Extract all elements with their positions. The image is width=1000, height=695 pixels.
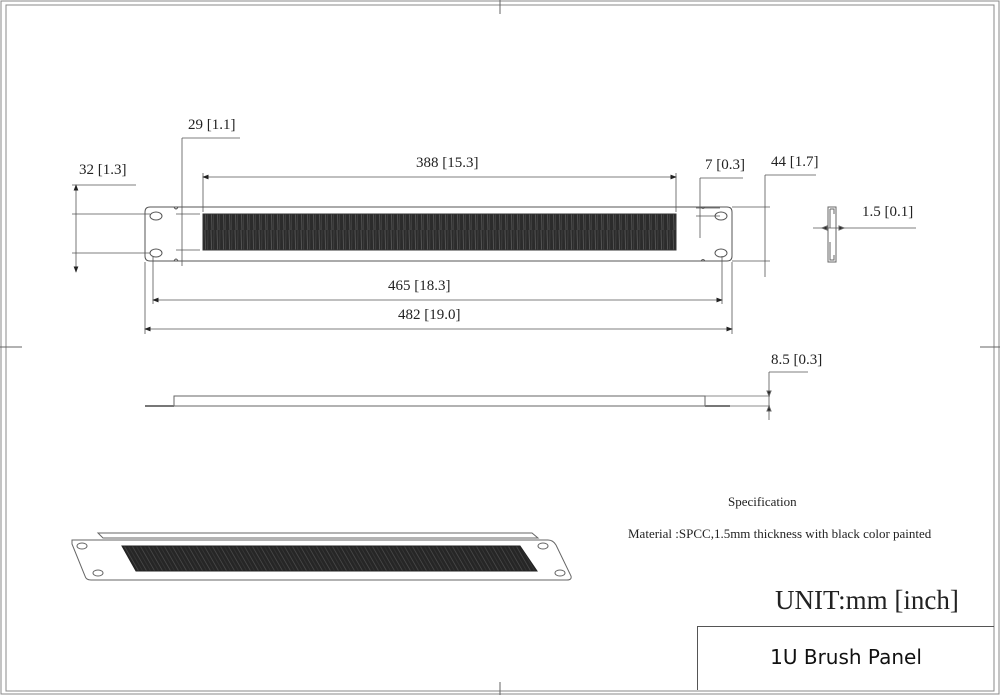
dim-hole-edge: 7 [0.3] xyxy=(705,157,745,173)
dim-panel-height: 44 [1.7] xyxy=(771,154,819,170)
front-view xyxy=(144,206,733,262)
dim-thickness: 1.5 [0.1] xyxy=(862,204,914,220)
isometric-view xyxy=(71,532,572,581)
top-view xyxy=(145,371,808,420)
dim-hole-spacing: 32 [1.3] xyxy=(79,162,127,178)
brush-strip xyxy=(202,213,677,251)
unit-label: UNIT:mm [inch] xyxy=(775,585,959,615)
specification-material: Material :SPCC,1.5mm thickness with blac… xyxy=(628,526,932,541)
iso-brush-strip xyxy=(121,545,538,572)
side-section-view xyxy=(813,206,916,263)
dim-hole-center-width: 465 [18.3] xyxy=(388,278,451,294)
dim-overall-width: 482 [19.0] xyxy=(398,307,461,323)
drawing-title: 1U Brush Panel xyxy=(770,645,922,669)
dim-flange-depth: 8.5 [0.3] xyxy=(771,352,823,368)
specification-heading: Specification xyxy=(728,494,797,509)
title-block: 1U Brush Panel xyxy=(697,626,994,690)
dim-brush-offset: 29 [1.1] xyxy=(188,117,236,133)
dim-brush-width: 388 [15.3] xyxy=(416,155,479,171)
dimension-lines xyxy=(72,137,816,334)
